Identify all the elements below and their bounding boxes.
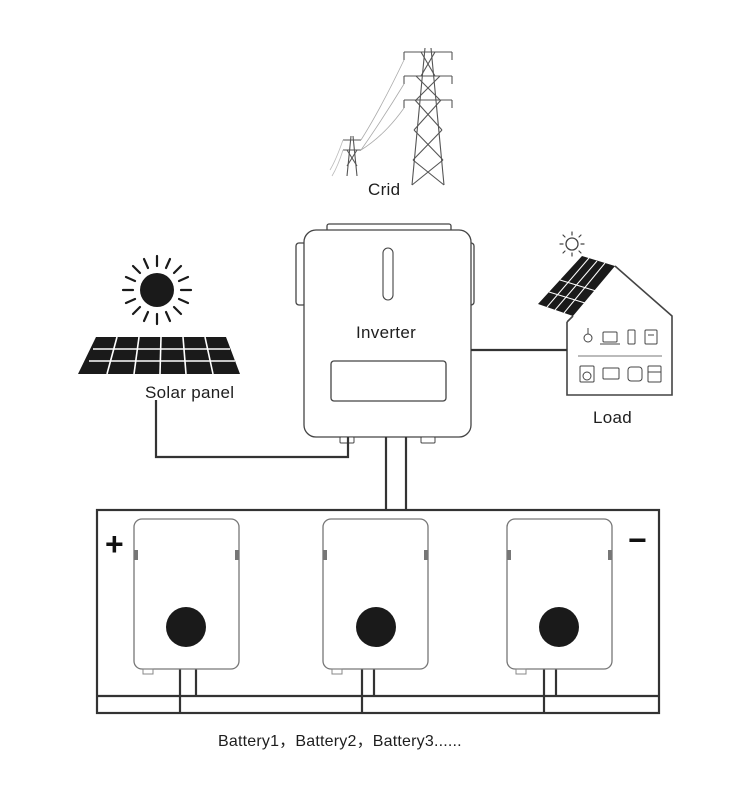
negative-terminal-symbol: − <box>628 522 647 558</box>
solar-panel-icon <box>78 336 240 375</box>
inverter-display <box>330 360 447 402</box>
load-label: Load <box>593 408 633 427</box>
positive-terminal-symbol: + <box>105 526 124 562</box>
inverter-label: Inverter <box>356 323 417 342</box>
battery-bank-frame <box>95 508 661 715</box>
batteries-label: Battery1，Battery2，Battery3...... <box>218 733 462 750</box>
sun-icon <box>121 254 193 326</box>
house-icon <box>538 231 673 396</box>
battery-icon <box>506 518 613 675</box>
connection-wires <box>154 348 567 510</box>
inverter-unit <box>295 223 475 444</box>
grid-label: Crid <box>368 180 401 199</box>
solar-panel-label: Solar panel <box>145 383 235 402</box>
battery-icon <box>133 518 240 675</box>
transmission-tower-icon <box>329 47 453 186</box>
battery-icon <box>322 518 429 675</box>
